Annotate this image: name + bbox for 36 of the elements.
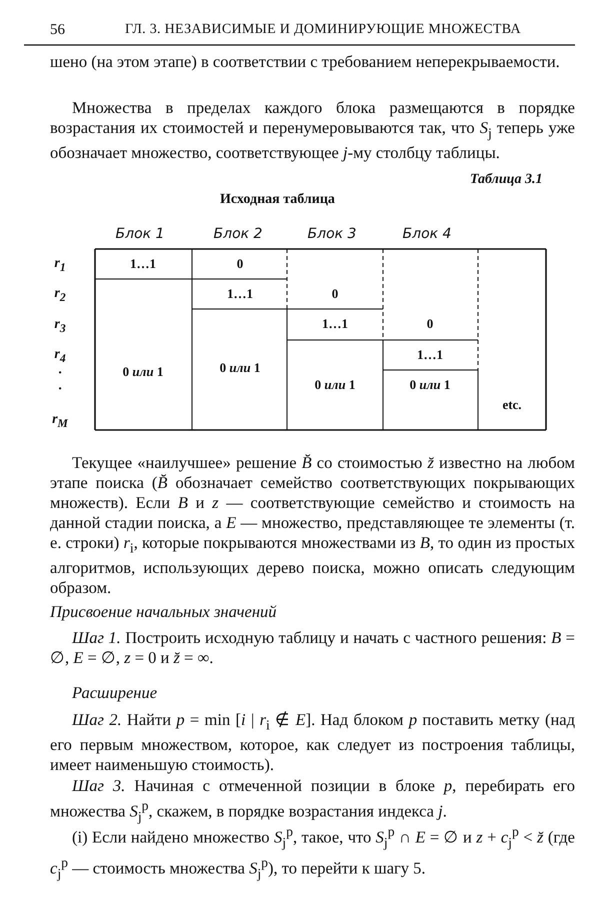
row-label: · [58, 382, 62, 398]
column-header: Блок 1 [116, 226, 164, 242]
cell-value: 0 [332, 286, 338, 302]
row-label: r$_{M}$ [52, 412, 68, 430]
cell-value: 0 или 1 [314, 377, 356, 393]
column-header: Блок 4 [402, 226, 452, 242]
paragraph: Текущее «наилучшее» решение B̆ со стоимостью z̆ известно на любом этапе поиска (B̆ обозначает семейство соответствующих покрывающих множеств). Если B и z — соответствующие семейство и стоимость на данной стадии поиска, а E — множество, представляющее те элементы (т. е. строки) r$_{i}$, которые покрываются множествами из B, то один из простых алгоритмов, использующих дерево поиска, можно описать следующим образом. [50, 453, 575, 598]
cell-value: 1…1 [322, 316, 348, 332]
section-heading: Расширение [72, 683, 158, 703]
table-title: Исходная таблица [220, 192, 335, 208]
cell-value: 0 или 1 [410, 377, 450, 393]
cell-value: 0 [426, 316, 434, 332]
page-number: 56 [50, 22, 65, 39]
paragraph: шено (на этом этапе) в соответствии с требованием неперекрываемости. [50, 52, 561, 72]
paragraph: Шаг 1. Построить исходную таблицу и начать с частного решения: B = ∅, E = ∅, z = 0 и z̆ = ∞. [50, 628, 575, 668]
row-label: r$_{3}$ [54, 317, 66, 335]
row-label: r$_{2}$ [54, 286, 66, 304]
cell-value: 1…1 [417, 347, 443, 363]
paragraph: Шаг 3. Начиная с отмеченной позиции в блоке p, перебирать его множества S$_{j}$$^{p}$, скажем, в порядке возрастания индекса j. [50, 776, 575, 826]
paragraph: (i) Если найдено множество S$_{j}$$^{p}$, такое, что S$_{j}$$^{p}$ ∩ E = ∅ и z + c$_{j}$$^{p}$ < z̆ (где c$_{j}$$^{p}$ — стоимость множества S$_{j}$$^{p}$), то перейти к шагу 5. [50, 824, 575, 883]
column-header: Блок 3 [308, 226, 356, 242]
table-number: Таблица 3.1 [470, 172, 542, 188]
row-label: r$_{1}$ [54, 256, 66, 274]
running-header: ГЛ. 3. НЕЗАВИСИМЫЕ И ДОМИНИРУЮЩИЕ МНОЖЕСТВА [125, 22, 521, 38]
paragraph: Шаг 2. Найти p = min [i | r$_{i}$ ∉ E]. Над блоком p поставить метку (над его первым множеством, которое, как следует из построения таблицы, имеет наименьшую стоимость). [50, 710, 575, 776]
cell-value: 0 или 1 [220, 360, 260, 376]
cell-value: 1…1 [130, 256, 156, 272]
row-label: r$_{4}$ [54, 347, 66, 365]
paragraph: Множества в пределах каждого блока размещаются в порядке возрастания их стоимостей и перенумеровываются так, что S$_{j}$ теперь уже обозначает множество, соответствующее j-му столбцу таблицы. [50, 98, 575, 164]
section-heading: Присвоение начальных значений [50, 602, 277, 622]
cell-value: etc. [502, 397, 522, 413]
cell-value: 0 [236, 256, 244, 272]
row-label: · [58, 366, 62, 382]
column-header: Блок 2 [214, 226, 262, 242]
cell-value: 1…1 [227, 286, 253, 302]
cell-value: 0 или 1 [122, 364, 164, 380]
